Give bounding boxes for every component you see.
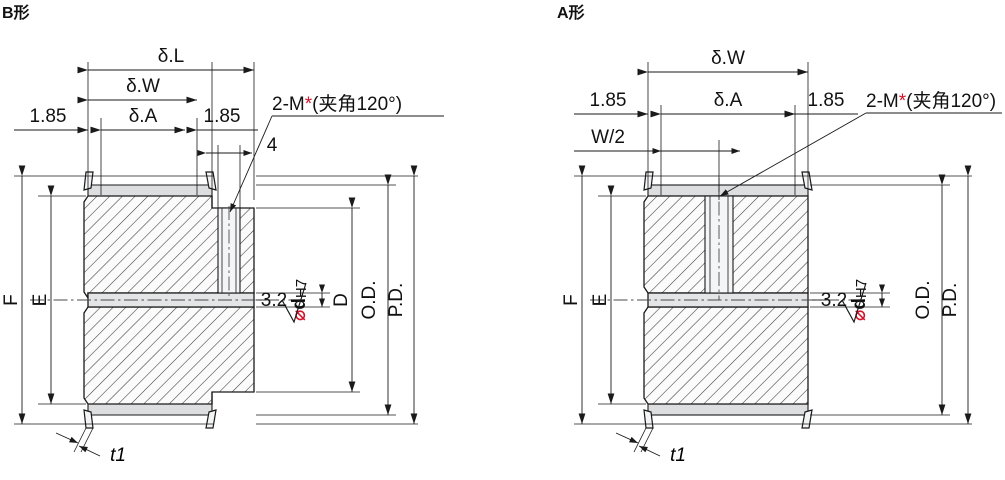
- fig-b-note-text: 2-M*(夹角120°): [272, 93, 402, 115]
- fig-b-section-geometry: [30, 171, 300, 429]
- figure-b-title: B形: [2, 5, 30, 22]
- fig-b-bore-dia-symbol: ⌀: [289, 310, 310, 321]
- fig-a-flange-bottom-left: [643, 409, 654, 429]
- fig-b-note-leader: [229, 115, 273, 213]
- fig-b-surface-finish-value: 3.2: [261, 290, 287, 311]
- fig-a-dim-OD: O.D.: [913, 280, 934, 319]
- fig-b-dim-delta-A: δ.A: [129, 106, 158, 127]
- fig-b-rim-top: [87, 184, 213, 197]
- fig-a-body-lower: [643, 306, 809, 405]
- fig-a-flange-bottom-right: [801, 409, 813, 429]
- fig-b-surface-finish-symbol: [281, 282, 307, 324]
- fig-a-dim-bore: ⌀dH7: [849, 279, 870, 321]
- fig-a-surface-finish-symbol: [841, 282, 867, 324]
- fig-b-note-suffix: (夹角120°): [312, 93, 402, 115]
- fig-b-left-dimensions: F E: [1, 165, 86, 425]
- fig-a-surface-finish-value: 3.2: [821, 290, 847, 311]
- fig-b-rim-bottom: [87, 403, 213, 416]
- fig-a-t1-dimension: t1: [615, 427, 686, 466]
- fig-b-body-lower: [83, 306, 255, 405]
- fig-a-dim-F: F: [561, 294, 582, 306]
- fig-b-flange-bottom-right: [205, 409, 217, 429]
- fig-a-dim-PD: P.D.: [940, 283, 961, 318]
- fig-a-top-dimensions: δ.W δ.A 1.85 1.85 W/2 2-M*(夹角120°): [574, 48, 1002, 200]
- fig-b-top-dimensions: δ.L δ.W δ.A 1.85 1.85 4 2-M*(: [14, 46, 444, 213]
- fig-a-dim-delta-A: δ.A: [714, 90, 743, 111]
- fig-b-dim-t1: t1: [110, 445, 126, 466]
- fig-b-dim-D: D: [331, 293, 352, 307]
- fig-a-dim-delta-W: δ.W: [711, 48, 745, 69]
- fig-a-left-dimensions: F E: [561, 165, 646, 425]
- fig-a-dim-t1: t1: [670, 445, 686, 466]
- fig-b-flange-bottom-left: [83, 409, 94, 429]
- figure-a: δ.W δ.A 1.85 1.85 W/2 2-M*(夹角120°): [561, 48, 1002, 466]
- fig-a-dim-half-width: W/2: [591, 127, 625, 148]
- fig-b-t1-dimension: t1: [55, 427, 126, 466]
- fig-b-note-star: *: [305, 94, 313, 115]
- fig-b-dim-F: F: [1, 294, 22, 306]
- fig-b-dim-PD: P.D.: [386, 283, 407, 318]
- fig-a-dim-E: E: [590, 294, 611, 307]
- fig-b-right-dimensions: ⌀dH7 3.2 D O.D. P.D.: [256, 165, 418, 425]
- fig-a-right-dimensions: ⌀dH7 3.2 O.D. P.D.: [810, 165, 972, 425]
- fig-a-dim-gap-left: 1.85: [590, 90, 627, 111]
- fig-a-dim-gap-right: 1.85: [808, 90, 845, 111]
- fig-b-dim-hole-size: 4: [267, 135, 278, 156]
- fig-a-note-text: 2-M*(夹角120°): [866, 90, 996, 112]
- fig-a-bore-dia-symbol: ⌀: [849, 310, 870, 321]
- fig-a-flange-top-right: [801, 171, 813, 191]
- fig-a-note-suffix: (夹角120°): [906, 90, 996, 112]
- figure-a-title: A形: [557, 5, 585, 22]
- fig-b-flange-top-right: [205, 171, 217, 191]
- fig-b-dim-bore: ⌀dH7: [289, 279, 310, 321]
- fig-b-dim-delta-L: δ.L: [158, 46, 184, 67]
- fig-b-dim-gap-left: 1.85: [30, 106, 67, 127]
- fig-b-dim-gap-right: 1.85: [204, 106, 241, 127]
- fig-b-bore-tol: H7: [293, 279, 310, 298]
- fig-b-dim-E: E: [30, 294, 51, 307]
- fig-a-rim-bottom: [647, 403, 809, 416]
- fig-a-flange-top-left: [643, 171, 654, 191]
- figure-b: δ.L δ.W δ.A 1.85 1.85 4 2-M*(: [1, 46, 444, 466]
- fig-b-dim-delta-W: δ.W: [126, 76, 160, 97]
- fig-a-note-prefix: 2-M: [866, 91, 899, 112]
- fig-a-note-star: *: [899, 91, 907, 112]
- fig-b-note-prefix: 2-M: [272, 94, 305, 115]
- fig-b-flange-top-left: [83, 171, 94, 191]
- fig-b-dim-OD: O.D.: [359, 280, 380, 319]
- fig-a-note-leader: [719, 112, 867, 197]
- fig-a-rim-top: [647, 184, 809, 197]
- fig-a-bore-tol: H7: [853, 279, 870, 298]
